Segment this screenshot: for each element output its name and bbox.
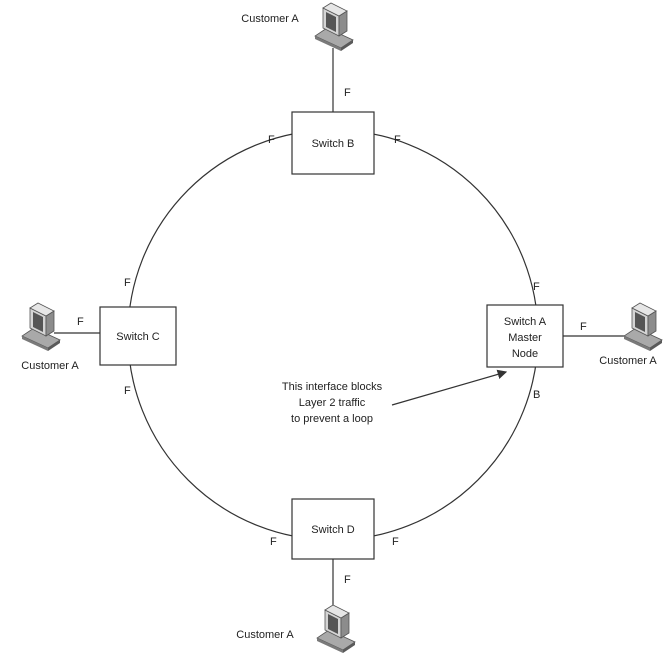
customer-left-label: Customer A xyxy=(21,360,79,372)
port-label: F xyxy=(533,281,540,293)
customer-bottom-label: Customer A xyxy=(236,629,294,641)
customer-right-label: Customer A xyxy=(599,355,657,367)
switch-a-label-line3: Node xyxy=(512,348,538,360)
annotation-line2: Layer 2 traffic xyxy=(299,397,366,409)
annotation-line1: This interface blocks xyxy=(282,381,383,393)
port-label-blocked: B xyxy=(533,389,540,401)
port-label: F xyxy=(344,574,351,586)
computer-icon xyxy=(21,302,61,352)
port-label: F xyxy=(392,536,399,548)
port-label: F xyxy=(580,321,587,333)
port-label: F xyxy=(124,277,131,289)
switch-c-label: Switch C xyxy=(116,331,159,343)
port-label: F xyxy=(77,316,84,328)
ring-link xyxy=(127,129,539,541)
computer-icon xyxy=(623,302,663,352)
computer-icon xyxy=(314,2,354,52)
annotation-arrow xyxy=(391,369,508,406)
switch-a-label-line2: Master xyxy=(508,332,542,344)
annotation-line3: to prevent a loop xyxy=(291,413,373,425)
switch-b-box xyxy=(291,111,375,175)
switch-a-box xyxy=(486,304,564,368)
customer-top-label: Customer A xyxy=(241,13,299,25)
switch-d-label: Switch D xyxy=(311,524,354,536)
port-label: F xyxy=(394,134,401,146)
port-label: F xyxy=(124,385,131,397)
switch-b-label: Switch B xyxy=(312,138,355,150)
switch-d-box xyxy=(291,498,375,560)
switch-c-box xyxy=(99,306,177,366)
computer-icon xyxy=(316,604,356,654)
port-label: F xyxy=(344,87,351,99)
switch-a-label-line1: Switch A xyxy=(504,316,547,328)
port-label: F xyxy=(270,536,277,548)
port-label: F xyxy=(268,134,275,146)
